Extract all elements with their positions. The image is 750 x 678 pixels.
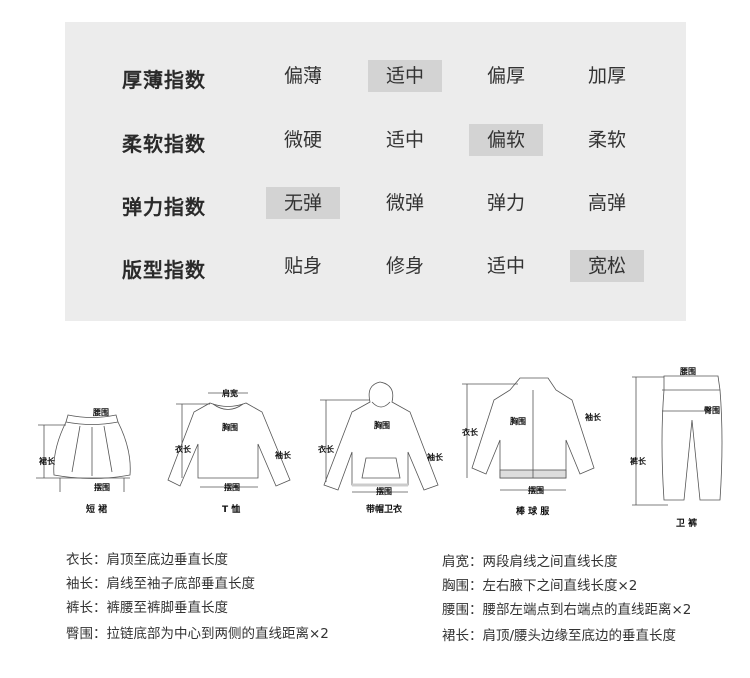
tshirt-diagram: 肩宽 胸围 衣长 袖长 摆围 T 恤 bbox=[167, 388, 292, 515]
definition-item: 衣长：肩顶至底边垂直长度 bbox=[66, 552, 228, 568]
index-option: 加厚 bbox=[587, 65, 626, 87]
index-label: 厚薄指数 bbox=[122, 68, 206, 92]
tshirt-shoulder-label: 肩宽 bbox=[222, 388, 238, 398]
tshirt-length-label: 衣长 bbox=[175, 444, 192, 454]
index-option: 高弹 bbox=[587, 192, 626, 214]
index-label: 版型指数 bbox=[122, 258, 206, 282]
baseball-sleeve-label: 袖长 bbox=[584, 412, 602, 422]
index-row: 柔软指数 微硬 适中 偏软 柔软 bbox=[65, 124, 686, 158]
baseball-jacket-diagram: 胸围 衣长 袖长 摆围 棒 球 服 bbox=[462, 377, 602, 517]
tshirt-caption: T 恤 bbox=[222, 503, 240, 515]
index-option: 弹力 bbox=[486, 192, 525, 214]
pants-diagram: 腰围 臀围 裤长 卫 裤 bbox=[629, 366, 723, 529]
pants-waist-label: 腰围 bbox=[679, 366, 696, 376]
baseball-chest-label: 胸围 bbox=[510, 416, 526, 426]
hoodie-length-label: 衣长 bbox=[318, 444, 335, 454]
index-row: 厚薄指数 偏薄 适中 偏厚 加厚 bbox=[65, 60, 686, 94]
skirt-length-label: 裙长 bbox=[38, 456, 56, 466]
skirt-waist-label: 腰围 bbox=[92, 407, 109, 417]
index-option: 微硬 bbox=[283, 129, 322, 151]
pants-caption: 卫 裤 bbox=[676, 517, 697, 529]
index-option: 柔软 bbox=[587, 129, 626, 151]
index-label: 柔软指数 bbox=[122, 132, 206, 156]
pants-length-label: 裤长 bbox=[629, 456, 647, 466]
definition-item: 胸围：左右腋下之间直线长度×2 bbox=[442, 578, 638, 594]
skirt-caption: 短 裙 bbox=[86, 503, 107, 515]
baseball-hem-label: 摆围 bbox=[528, 485, 544, 495]
baseball-length-label: 衣长 bbox=[462, 427, 479, 437]
definition-item: 裤长：裤腰至裤脚垂直长度 bbox=[66, 600, 228, 616]
definition-item: 肩宽：两段肩线之间直线长度 bbox=[442, 554, 618, 570]
tshirt-chest-label: 胸围 bbox=[222, 422, 238, 432]
size-diagrams: 腰围 裙长 摆围 短 裙 肩宽 胸围 衣长 袖长 摆围 T 恤 胸围 衣长 袖长… bbox=[0, 360, 750, 540]
index-label: 弹力指数 bbox=[122, 195, 206, 219]
index-option: 适中 bbox=[486, 255, 525, 277]
index-option: 贴身 bbox=[283, 255, 322, 277]
index-option-selected: 无弹 bbox=[266, 187, 340, 219]
hoodie-caption: 带帽卫衣 bbox=[366, 503, 402, 515]
index-option-selected: 宽松 bbox=[570, 250, 644, 282]
index-row: 弹力指数 无弹 微弹 弹力 高弹 bbox=[65, 187, 686, 221]
tshirt-hem-label: 摆围 bbox=[224, 482, 240, 492]
pants-hip-label: 臀围 bbox=[704, 405, 720, 415]
definition-item: 腰围：腰部左端点到右端点的直线距离×2 bbox=[442, 602, 692, 618]
definition-item: 裙长：肩顶/腰头边缘至底边的垂直长度 bbox=[442, 628, 677, 644]
index-option: 适中 bbox=[385, 129, 424, 151]
index-option: 偏厚 bbox=[486, 65, 525, 87]
index-option-selected: 适中 bbox=[368, 60, 442, 92]
hoodie-sleeve-label: 袖长 bbox=[426, 452, 444, 462]
hoodie-hem-label: 摆围 bbox=[376, 486, 392, 496]
index-option: 偏薄 bbox=[283, 65, 322, 87]
definition-item: 臀围：拉链底部为中心到两侧的直线距离×2 bbox=[66, 626, 329, 642]
index-row: 版型指数 贴身 修身 适中 宽松 bbox=[65, 250, 686, 284]
hoodie-diagram: 胸围 衣长 袖长 摆围 带帽卫衣 bbox=[318, 381, 444, 515]
index-option: 微弹 bbox=[385, 192, 424, 214]
hoodie-chest-label: 胸围 bbox=[374, 420, 390, 430]
tshirt-sleeve-label: 袖长 bbox=[274, 450, 292, 460]
index-option: 修身 bbox=[385, 255, 424, 277]
skirt-hem-label: 摆围 bbox=[94, 482, 110, 492]
baseball-caption: 棒 球 服 bbox=[516, 505, 550, 517]
definition-item: 袖长：肩线至袖子底部垂直长度 bbox=[66, 576, 255, 592]
index-option-selected: 偏软 bbox=[469, 124, 543, 156]
fabric-index-panel: 厚薄指数偏薄适中偏厚加厚柔软指数微硬适中偏软柔软弹力指数无弹微弹弹力高弹版型指数… bbox=[65, 22, 686, 321]
skirt-diagram: 腰围 裙长 摆围 短 裙 bbox=[36, 407, 131, 515]
